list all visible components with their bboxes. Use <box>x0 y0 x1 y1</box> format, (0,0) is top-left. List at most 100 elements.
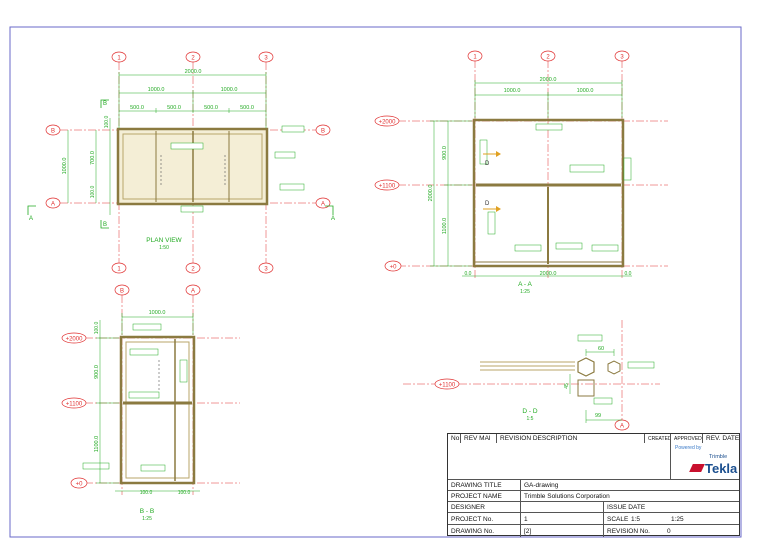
part-mark <box>591 244 619 252</box>
powered-by-text: Powered by <box>675 445 702 451</box>
plan-dim-total: 2000.0 <box>185 69 202 75</box>
svg-text:+0: +0 <box>76 482 84 488</box>
section-bb-scale: 1:25 <box>142 516 152 522</box>
section-bb-title: B - B <box>140 508 154 515</box>
section-label-b-bottom: B <box>103 222 107 228</box>
plan-dim-top: 100.0 <box>104 116 110 129</box>
plan-dimension-lines <box>67 72 267 215</box>
svg-text:+1100: +1100 <box>439 383 456 389</box>
header-rev-description: REVISION DESCRIPTION <box>496 434 640 443</box>
plan-dim-q4: 500.0 <box>240 105 254 111</box>
part-mark <box>180 205 204 213</box>
plan-view-scale: 1:50 <box>159 245 169 251</box>
trimble-text: Trimble <box>709 454 728 460</box>
svg-text:+2000: +2000 <box>379 120 397 126</box>
svg-text:3: 3 <box>264 56 268 62</box>
detail-plate <box>577 379 595 397</box>
drawing-no-row: DRAWING No. [2] REVISION No. 0 <box>448 524 739 537</box>
section-label-d-top: D <box>485 161 490 167</box>
tekla-logo: Powered by Trimble Tekla <box>670 443 741 479</box>
designer-value <box>520 502 604 513</box>
svg-text:A: A <box>191 289 195 295</box>
detail-dd: +1100 A 60 99 45 D - D 1:5 <box>403 320 660 431</box>
part-mark <box>627 361 655 369</box>
detail-dd-scale: 1:5 <box>527 416 534 422</box>
part-mark <box>281 125 305 133</box>
elevation-dim-total: 2000.0 <box>540 77 557 83</box>
project-name-label: PROJECT NAME <box>451 493 502 500</box>
level-tag-mid: +1100 <box>61 397 87 409</box>
scale-label: SCALE <box>603 513 631 525</box>
level-tag-mid: +1100 <box>434 378 460 390</box>
drawing-no-label: DRAWING No. <box>451 527 495 535</box>
plan-dim-half-b: 1000.0 <box>221 87 238 93</box>
elevation-aa-scale: 1:25 <box>520 289 530 295</box>
project-no-label: PROJECT No. <box>451 515 494 523</box>
part-mark <box>170 142 204 150</box>
section-bb-dimension-lines <box>96 313 200 492</box>
plan-dim-upper: 700.0 <box>90 151 96 165</box>
section-label-a-right: A <box>331 216 335 222</box>
tekla-mark-icon <box>689 464 705 472</box>
svg-text:B: B <box>321 129 325 135</box>
svg-text:1: 1 <box>117 267 121 273</box>
level-tag-base: +0 <box>384 260 402 272</box>
section-label-d-bottom: D <box>485 201 490 207</box>
section-marker-b-top <box>100 99 109 108</box>
section-label-b-top: B <box>103 101 107 107</box>
elevation-dimension-lines <box>430 80 632 277</box>
section-marker-b-bottom <box>100 220 109 229</box>
project-no-value: 1 <box>520 513 604 525</box>
elevation-dim-lower: 1100.0 <box>442 218 448 234</box>
project-name-row: PROJECT NAME Trimble Solutions Corporati… <box>448 490 739 502</box>
grid-bubble-2-bottom: 2 <box>185 262 201 274</box>
part-mark <box>623 157 632 181</box>
grid-bubble-1-bottom: 1 <box>111 262 127 274</box>
part-mark <box>179 359 188 383</box>
elevation-dim-half-a: 1000.0 <box>504 88 521 94</box>
svg-text:+0: +0 <box>390 265 398 271</box>
section-arrowhead-d-top <box>496 151 501 157</box>
part-mark <box>129 348 159 356</box>
svg-text:+1100: +1100 <box>66 402 83 408</box>
part-mark <box>128 391 160 399</box>
section-label-a-left: A <box>29 216 33 222</box>
title-block: No REV MARK REVISION DESCRIPTION CREATED… <box>447 433 741 537</box>
header-rev-mark: REV MARK <box>460 434 490 443</box>
part-mark <box>487 211 496 235</box>
detail-hex-section <box>577 357 595 377</box>
svg-text:2: 2 <box>191 56 195 62</box>
section-marker-a-right <box>325 205 334 215</box>
grid-bubble-2: 2 <box>540 50 556 62</box>
designer-row: DESIGNER ISSUE DATE <box>448 501 739 513</box>
svg-text:1: 1 <box>473 55 477 61</box>
section-marker-a-left <box>27 205 36 215</box>
part-mark <box>514 244 542 252</box>
svg-text:B: B <box>51 129 55 135</box>
grid-bubble-A-left: A <box>45 197 61 209</box>
part-mark <box>569 164 605 173</box>
elevation-dim-left: 0.0 <box>465 271 472 277</box>
scale-value-b: 1:25 <box>671 515 684 523</box>
header-created: CREATED <box>644 434 670 443</box>
level-tag-mid: +1100 <box>374 179 400 191</box>
plan-view: 1 2 3 1 2 3 B A B A 2000.0 1000.0 1000. <box>27 51 335 274</box>
part-mark <box>535 123 563 131</box>
grid-bubble-B-right: B <box>315 124 331 136</box>
scale-value-a: 1:5 <box>631 515 641 523</box>
section-bb-dim-upper: 900.0 <box>94 365 100 379</box>
drawing-title-value: GA-drawing <box>520 480 739 491</box>
part-mark <box>279 183 305 191</box>
tekla-wordmark: Tekla <box>705 461 738 476</box>
section-bb: B A +2000 +1100 +0 1000.0 100.0 900.0 11… <box>61 284 240 522</box>
elevation-dim-height: 2000.0 <box>428 185 434 202</box>
elevation-dim-half-b: 1000.0 <box>577 88 594 94</box>
section-arrowhead-d-bottom <box>496 206 501 212</box>
detail-dimension-lines <box>569 349 622 423</box>
designer-label: DESIGNER <box>451 504 485 511</box>
plan-dim-q2: 500.0 <box>167 105 181 111</box>
elevation-dim-bottom: 2000.0 <box>540 271 557 277</box>
elevation-aa-title: A - A <box>518 281 532 288</box>
part-mark <box>274 151 296 159</box>
